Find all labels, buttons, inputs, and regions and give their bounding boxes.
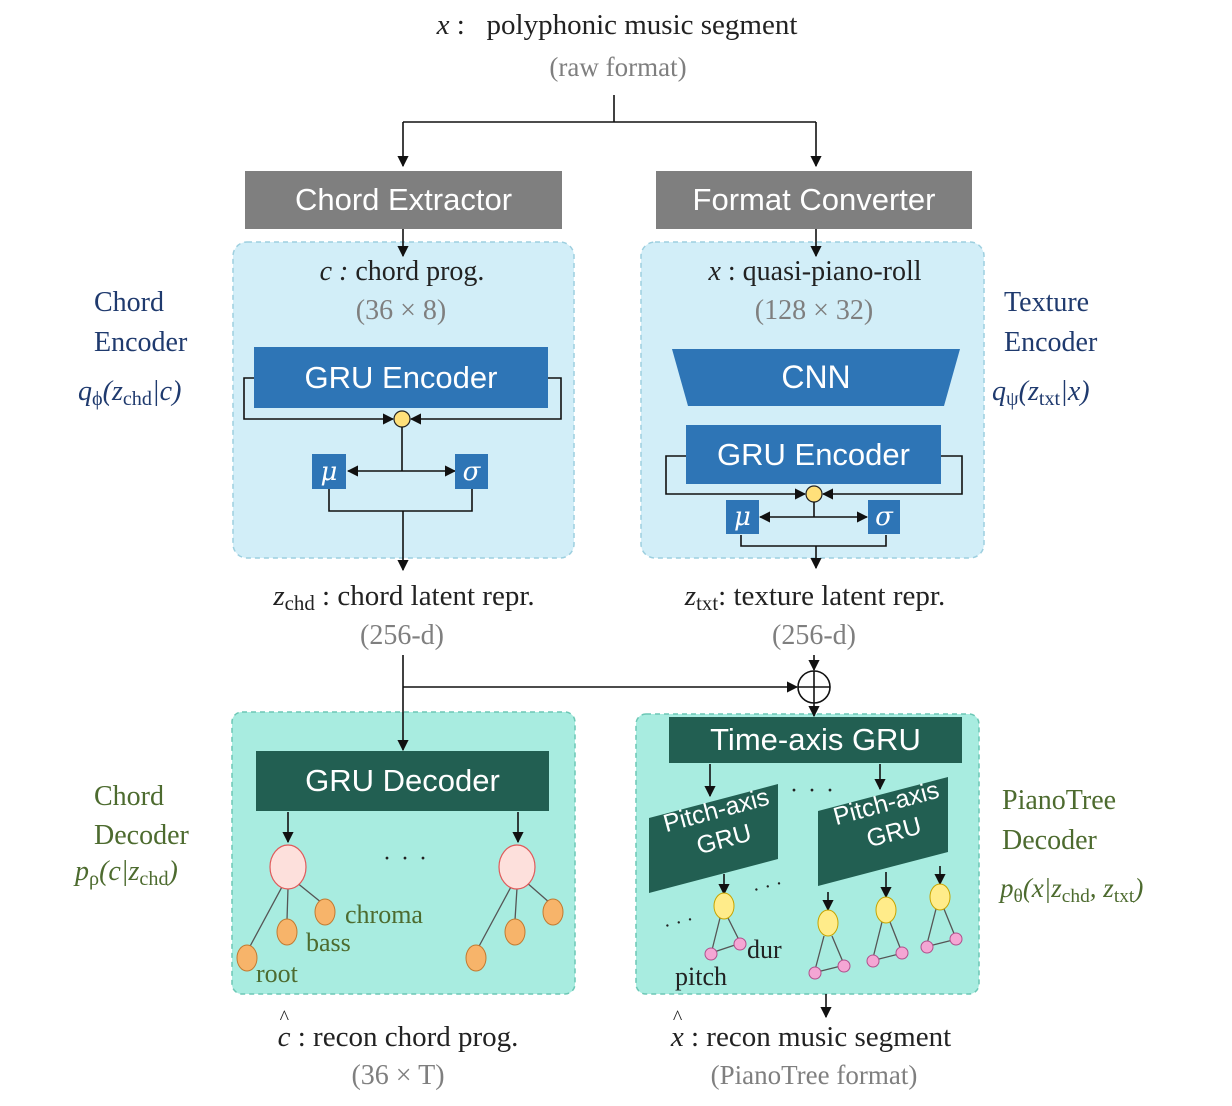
texture-encoder-formula: qψ(ztxt|x): [992, 376, 1090, 411]
texture-encoder-input-label: x : quasi-piano-roll: [708, 256, 922, 287]
pitch-gru-right: [818, 777, 948, 886]
chord-decoder-title-1: Chord: [94, 781, 164, 812]
chord-tree-left: [236, 844, 336, 972]
input-title: x : polyphonic music segment: [436, 9, 798, 41]
music-output-format: (PianoTree format): [710, 1060, 918, 1090]
texture-latent-label: ztxt: texture latent repr.: [684, 580, 946, 616]
note-tree-4: [920, 883, 963, 954]
chord-decoder-ellipsis: · · ·: [383, 846, 429, 872]
chord-encoder-title-2: Encoder: [94, 327, 188, 358]
texture-latent-dims: (256-d): [772, 620, 856, 651]
texture-encoder-merge-node: [805, 485, 823, 503]
root-label: root: [256, 959, 298, 988]
pianotree-decoder-title-1: PianoTree: [1002, 785, 1117, 816]
chord-extractor-box: Chord Extractor: [245, 171, 562, 229]
note-tree-1: [704, 892, 747, 961]
cnn-label: CNN: [781, 359, 851, 395]
texture-mu-box: μ: [726, 500, 759, 534]
chord-encoder-title-1: Chord: [94, 287, 164, 318]
chord-gru-encoder-box: GRU Encoder: [254, 347, 548, 408]
bass-label: bass: [306, 928, 351, 957]
chord-tree-right: [465, 844, 564, 972]
input-format: (raw format): [549, 52, 687, 82]
pitch-gru-left: [649, 784, 778, 893]
texture-encoder-title-2: Encoder: [1004, 327, 1098, 358]
music-output-label: x : recon music segment: [671, 1007, 951, 1054]
texture-encoder-input-dims: (128 × 32): [754, 295, 874, 326]
chord-decoder-formula: pρ(c|zchd): [75, 856, 178, 891]
chord-gru-decoder-box: GRU Decoder: [256, 751, 549, 811]
chord-sigma-box: σ: [455, 454, 488, 489]
chord-decoder-title-2: Decoder: [94, 820, 189, 851]
pianotree-ellipsis-top: · · ·: [790, 778, 836, 804]
pitch-label: pitch: [675, 962, 727, 991]
chord-latent-dims: (256-d): [360, 620, 444, 651]
pianotree-decoder-panel: [635, 713, 980, 995]
chord-encoder-merge-node: [393, 410, 411, 428]
texture-sigma-box: σ: [868, 500, 900, 534]
cnn-trapezoid: [672, 349, 960, 406]
pianotree-decoder-title-2: Decoder: [1002, 825, 1097, 856]
chord-latent-label: zchd : chord latent repr.: [273, 580, 535, 616]
time-axis-gru-box: Time-axis GRU: [669, 717, 962, 763]
chord-output-dims: (36 × T): [351, 1060, 445, 1091]
texture-encoder-title-1: Texture: [1004, 287, 1090, 318]
texture-gru-encoder-box: GRU Encoder: [686, 425, 941, 484]
chord-mu-box: μ: [312, 454, 346, 489]
chord-encoder-input-label: c : chord prog.: [319, 256, 485, 287]
pianotree-decoder-formula: pθ(x|zchd, ztxt): [1000, 873, 1144, 907]
chord-encoder-input-dims: (36 × 8): [355, 295, 447, 326]
note-tree-2: [808, 909, 851, 980]
format-converter-box: Format Converter: [656, 171, 972, 229]
chord-output-label: c : recon chord prog.: [278, 1007, 519, 1054]
note-tree-3: [866, 896, 909, 968]
chord-encoder-formula: qϕ(zchd|c): [78, 376, 182, 411]
chroma-label: chroma: [345, 900, 423, 929]
dur-label: dur: [747, 935, 782, 964]
